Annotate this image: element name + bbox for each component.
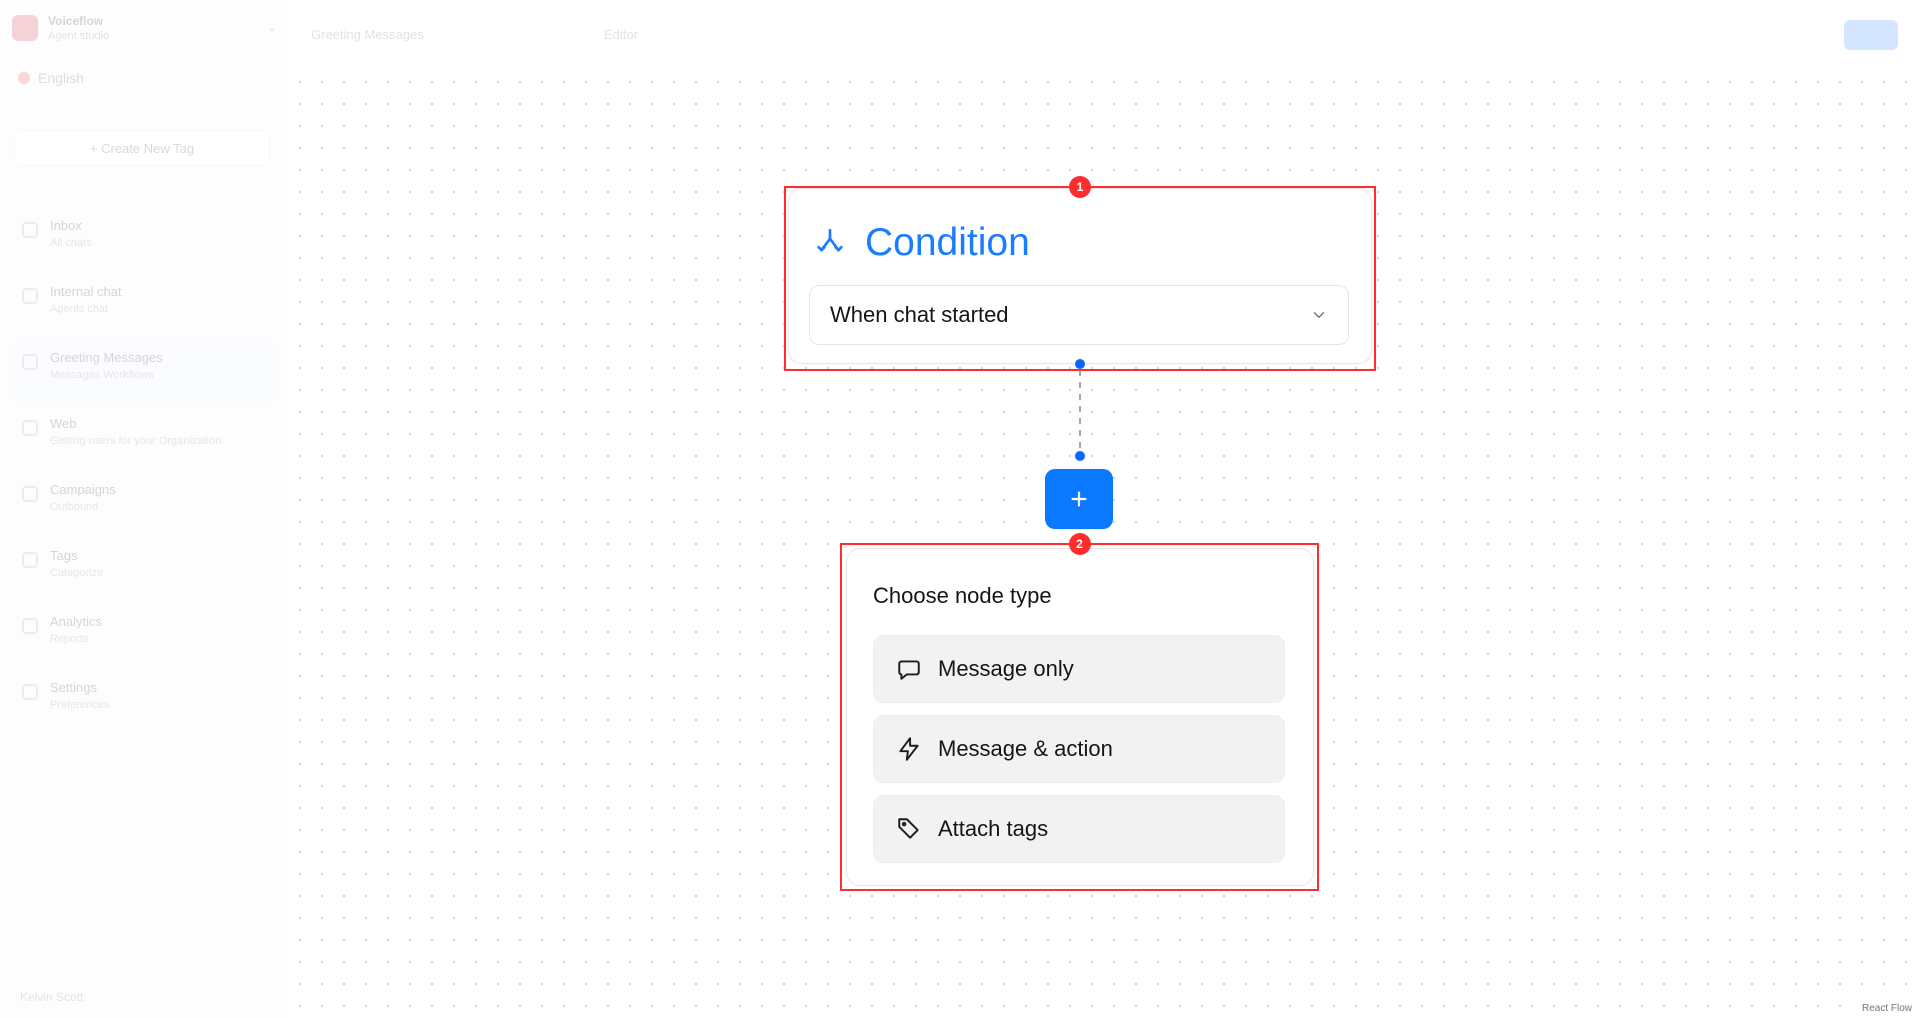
topbar: Greeting Messages Editor <box>289 0 1920 70</box>
sidebar-item-sub: Preferences <box>50 699 110 711</box>
sidebar-item-text: Campaigns Outbound <box>50 482 116 513</box>
node-type-option-message-only[interactable]: Message only <box>873 635 1285 703</box>
node-type-label: Message & action <box>938 736 1113 761</box>
inbox-icon <box>22 222 38 238</box>
condition-trigger-value: When chat started <box>830 302 1009 327</box>
sidebar-item-analytics[interactable]: Analytics Reports <box>12 604 276 670</box>
topbar-primary-button[interactable] <box>1844 20 1898 50</box>
node-type-option-message-action[interactable]: Message & action <box>873 715 1285 783</box>
sidebar-item-text: Tags Categorize <box>50 548 103 579</box>
sidebar-nav: Inbox All chats Internal chat Agents cha… <box>12 208 276 736</box>
message-icon <box>898 660 920 680</box>
analytics-icon <box>22 618 38 634</box>
plus-icon <box>1071 491 1087 507</box>
sidebar-item-settings[interactable]: Settings Preferences <box>12 670 276 736</box>
sidebar-item-greeting-messages[interactable]: Greeting Messages Messages Workflows <box>12 340 276 406</box>
sidebar-item-sub: Messages Workflows <box>50 369 154 381</box>
create-new-tag-label: Create New Tag <box>101 140 195 156</box>
source-handle[interactable] <box>1075 359 1085 369</box>
node-type-label: Message only <box>938 656 1074 681</box>
sidebar-item-tags[interactable]: Tags Categorize <box>12 538 276 604</box>
tag-icon <box>898 818 919 839</box>
sidebar-item-label: Analytics <box>50 614 103 629</box>
sidebar-item-internal-chat[interactable]: Internal chat Agents chat <box>12 274 276 340</box>
language-label: English <box>38 70 84 86</box>
bolt-icon <box>899 737 919 761</box>
sidebar-item-label: Web <box>50 416 77 431</box>
condition-header: Condition <box>813 223 1030 262</box>
node-type-option-attach-tags[interactable]: Attach tags <box>873 795 1285 863</box>
sidebar-item-label: Campaigns <box>50 482 116 497</box>
target-handle[interactable] <box>1075 451 1085 461</box>
language-select[interactable]: English <box>18 70 84 86</box>
sidebar-item-label: Tags <box>50 548 78 563</box>
sidebar-item-sub: Agents chat <box>50 303 109 315</box>
sidebar-user[interactable]: Kelvin Scott <box>20 990 84 1004</box>
flag-icon <box>18 72 30 84</box>
brand-logo <box>12 15 38 41</box>
chooser-title: Choose node type <box>873 583 1052 608</box>
sidebar-item-sub: Getting users for your Organization <box>50 435 222 447</box>
sidebar-item-sub: Categorize <box>50 567 104 579</box>
sidebar-item-campaigns[interactable]: Campaigns Outbound <box>12 472 276 538</box>
greeting-icon <box>22 354 38 370</box>
topbar-title: Editor <box>604 27 638 42</box>
sidebar-item-sub: Outbound <box>50 501 99 513</box>
settings-icon <box>22 684 38 700</box>
sidebar-item-sub: All chats <box>50 237 92 249</box>
sidebar-item-label: Settings <box>50 680 97 695</box>
sidebar-item-label: Greeting Messages <box>50 350 163 365</box>
sidebar-item-text: Greeting Messages Messages Workflows <box>50 350 163 381</box>
tag-icon <box>22 552 38 568</box>
sidebar-item-label: Internal chat <box>50 284 122 299</box>
sidebar-item-inbox[interactable]: Inbox All chats <box>12 208 276 274</box>
sidebar: Voiceflow Agent studio ⌄ English + Creat… <box>0 0 288 1018</box>
topbar-breadcrumb: Greeting Messages <box>311 27 424 42</box>
condition-node[interactable]: Condition When chat started <box>788 188 1372 364</box>
sidebar-item-text: Settings Preferences <box>50 680 109 711</box>
sidebar-item-label: Inbox <box>50 218 82 233</box>
sidebar-item-sub: Reports <box>50 633 89 645</box>
sidebar-item-text: Internal chat Agents chat <box>50 284 122 315</box>
chevron-down-icon <box>1313 312 1325 318</box>
sidebar-brand[interactable]: Voiceflow Agent studio <box>12 14 109 42</box>
brand-title: Voiceflow <box>48 14 104 28</box>
chat-icon <box>22 288 38 304</box>
web-icon <box>22 420 38 436</box>
sidebar-item-text: Inbox All chats <box>50 218 92 249</box>
sidebar-item-text: Analytics Reports <box>50 614 102 645</box>
create-new-tag-button[interactable]: + Create New Tag <box>14 130 270 166</box>
node-type-label: Attach tags <box>938 816 1049 841</box>
campaign-icon <box>22 486 38 502</box>
plus-icon: + <box>89 140 98 156</box>
condition-title: Condition <box>865 221 1030 264</box>
brand-subtitle: Agent studio <box>48 30 110 42</box>
condition-trigger-select[interactable]: When chat started <box>809 285 1349 345</box>
brand-chevron-icon[interactable]: ⌄ <box>266 20 277 34</box>
sidebar-item-web[interactable]: Web Getting users for your Organization <box>12 406 276 472</box>
react-flow-attribution[interactable]: React Flow <box>1857 1001 1916 1016</box>
add-node-button[interactable] <box>1045 469 1113 529</box>
node-type-chooser: Choose node type Message only Message & … <box>846 548 1314 886</box>
brand-text: Voiceflow Agent studio <box>48 14 109 42</box>
sidebar-item-text: Web Getting users for your Organization <box>50 416 221 447</box>
split-icon <box>817 228 843 251</box>
